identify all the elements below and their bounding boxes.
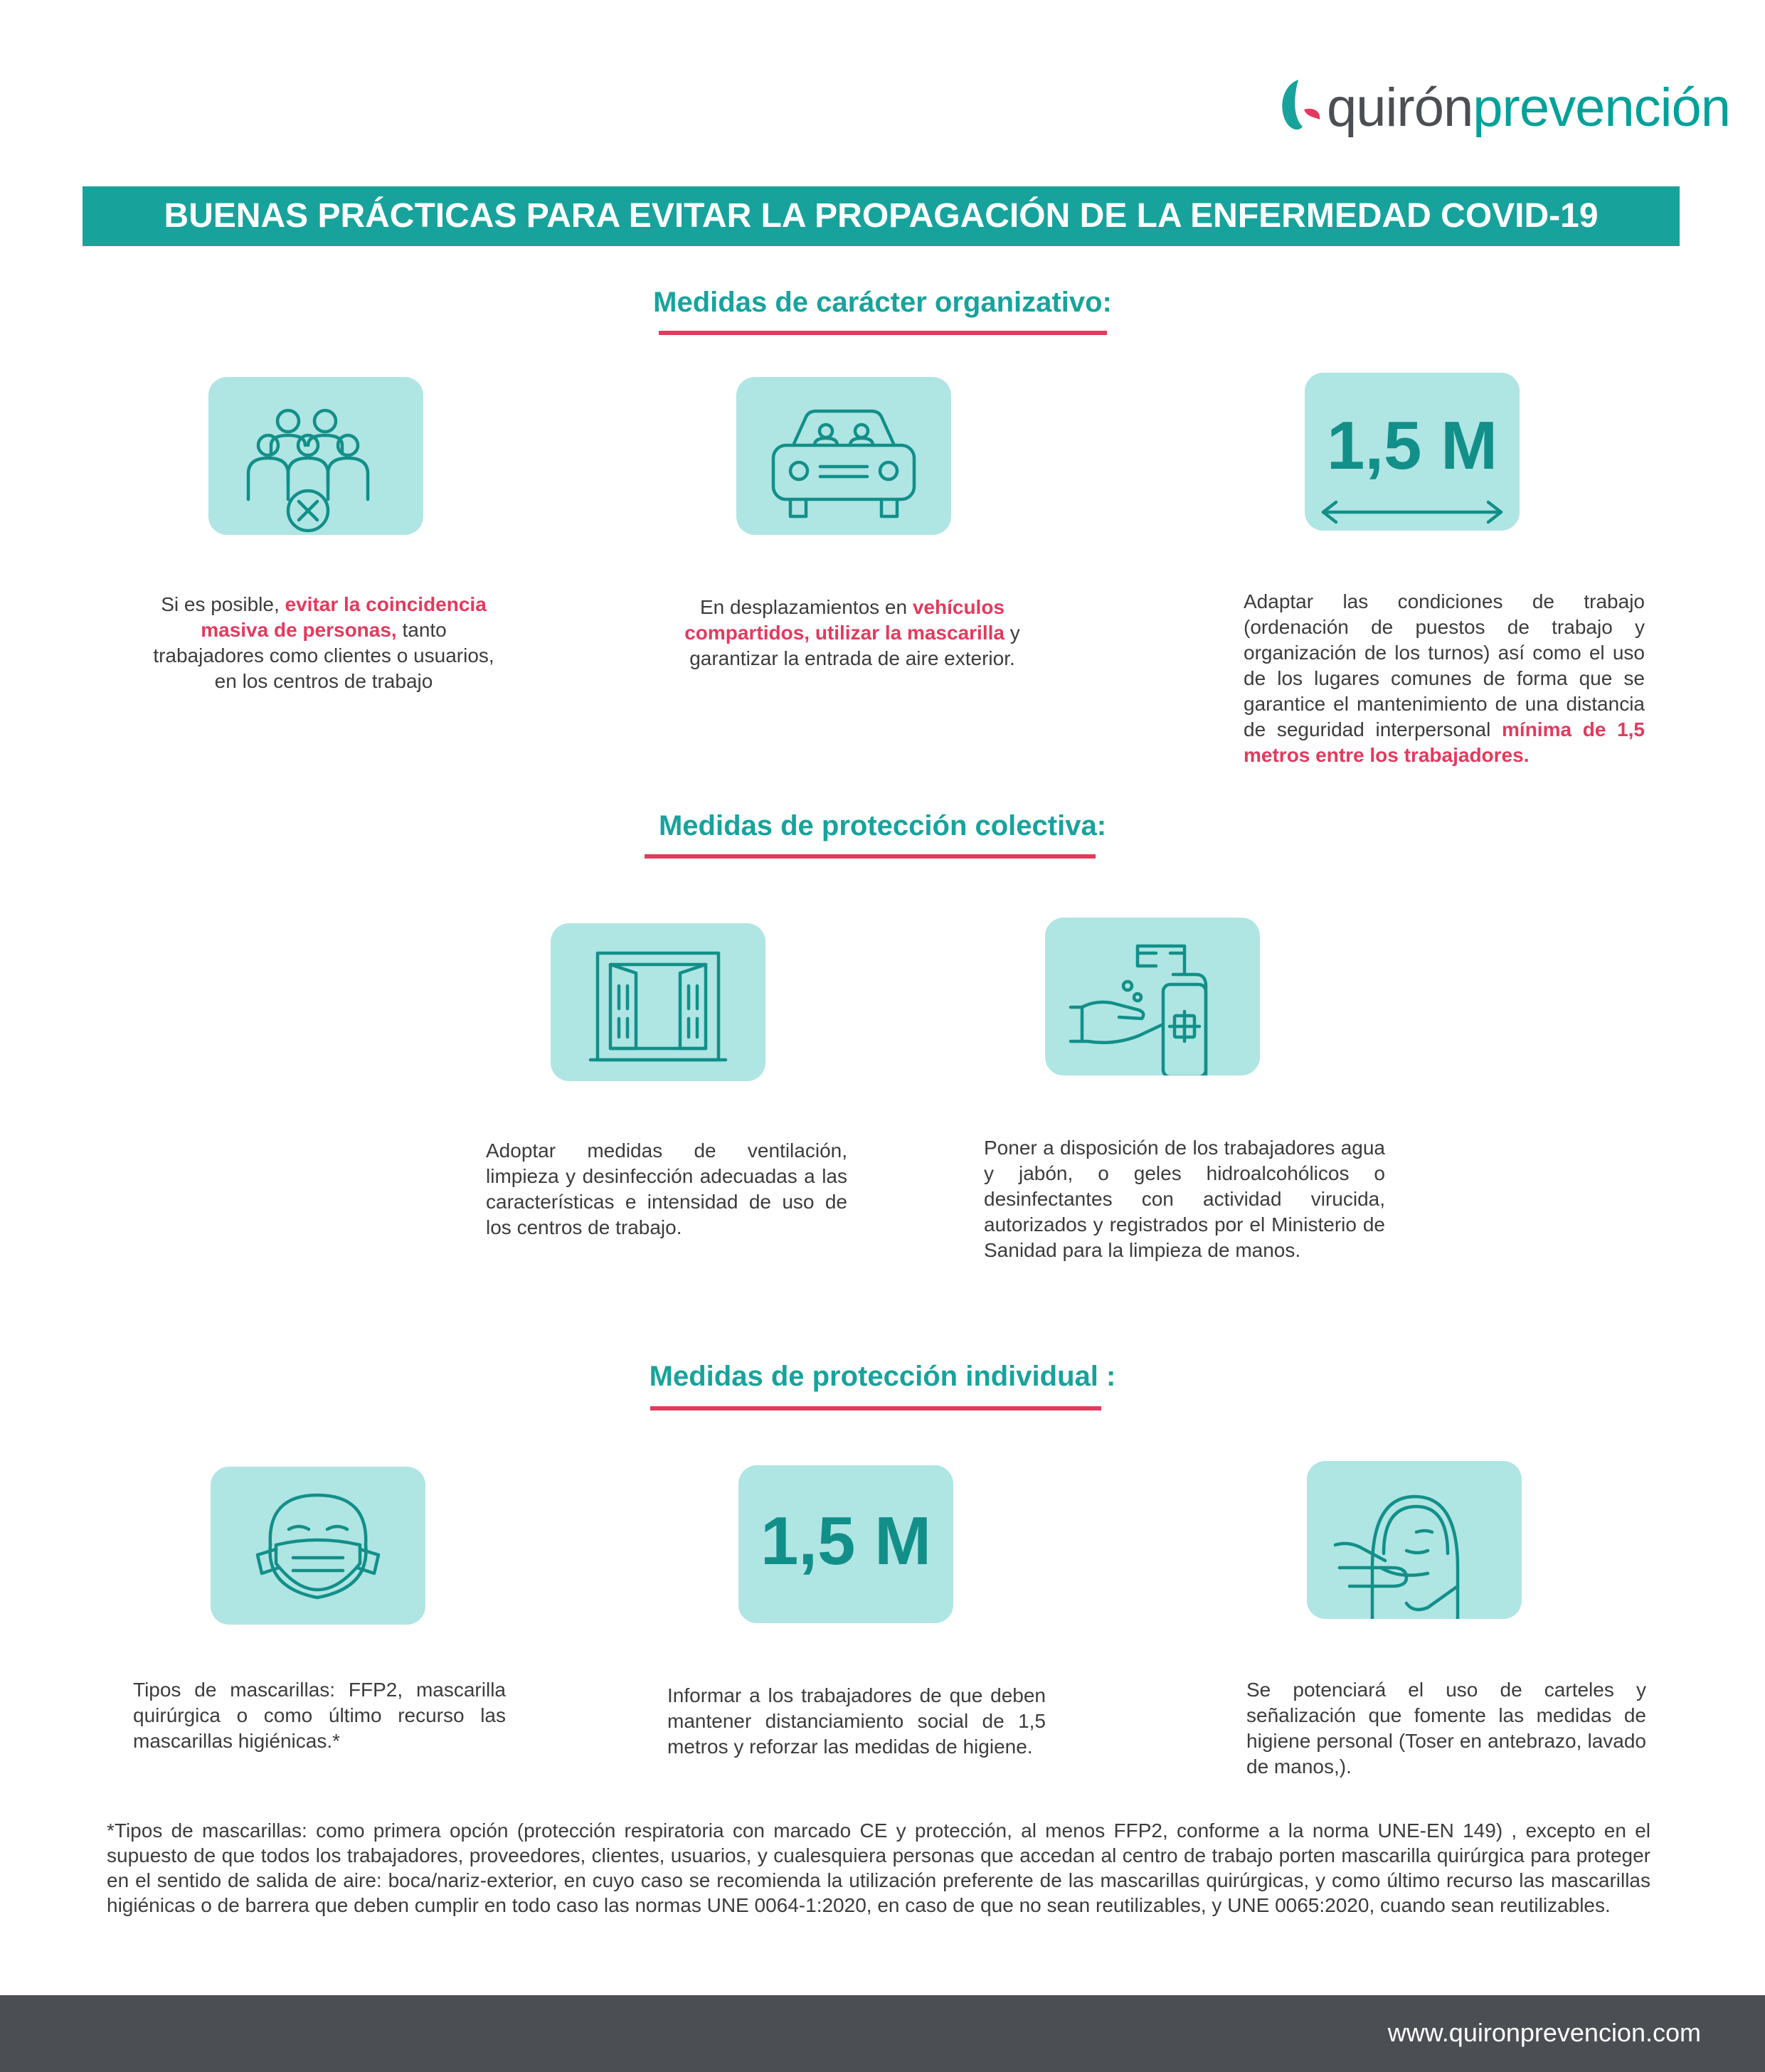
ind-text-1: Tipos de mascarillas: FFP2, mascarilla q…	[133, 1679, 506, 1752]
tile-distance-2: 1,5 M	[738, 1465, 953, 1623]
tile-mask	[211, 1467, 425, 1625]
tile-window	[551, 923, 765, 1081]
tile-cough	[1307, 1461, 1522, 1619]
ind-text-2: Informar a los trabajadores de que deben…	[667, 1684, 1046, 1758]
tile-crowd	[208, 377, 423, 535]
tile-distance-label: 1,5 M	[1326, 408, 1498, 484]
cough-elbow-icon	[1333, 1494, 1460, 1619]
footer-bar: www.quironprevencion.com	[0, 1995, 1765, 2072]
section-underline	[650, 1406, 1101, 1410]
section-underline	[645, 854, 1096, 859]
page-title: BUENAS PRÁCTICAS PARA EVITAR LA PROPAGAC…	[164, 197, 1599, 235]
footnote: *Tipos de mascarillas: como primera opci…	[107, 1819, 1650, 1916]
col-text-2: Poner a disposición de los trabajadores …	[984, 1137, 1385, 1261]
org-text-1: Si es posible, evitar la coincidencia ma…	[153, 593, 494, 692]
face-mask-icon	[255, 1493, 381, 1600]
logo-part-1: quirón	[1327, 78, 1473, 138]
logo-part-2: prevención	[1473, 78, 1731, 138]
distance-arrow-icon	[1321, 500, 1503, 524]
tile-sanitizer	[1045, 918, 1260, 1075]
ind-text-3: Se potenciará el uso de carteles y señal…	[1246, 1679, 1646, 1778]
open-window-icon	[588, 951, 728, 1062]
highlight: vehículos compartidos, utilizar la masca…	[684, 596, 1005, 644]
org-text-3: Adaptar las condiciones de trabajo (orde…	[1244, 590, 1645, 766]
tile-distance: 1,5 M	[1305, 373, 1520, 531]
section-title-individual: Medidas de protección individual :	[649, 1361, 1116, 1392]
logo-wordmark: quirónprevención	[1327, 77, 1731, 139]
section-title-colectiva: Medidas de protección colectiva:	[658, 810, 1107, 841]
tile-car	[736, 377, 951, 535]
crowd-blocked-icon	[246, 408, 370, 533]
website-link[interactable]: www.quironprevencion.com	[1387, 2018, 1701, 2047]
car-passengers-icon	[771, 409, 916, 519]
logo-mark-icon	[1282, 80, 1320, 130]
page-title-banner: BUENAS PRÁCTICAS PARA EVITAR LA PROPAGAC…	[83, 186, 1680, 246]
hand-sanitizer-icon	[1069, 944, 1208, 1075]
highlight: mínima de 1,5 metros entre los trabajado…	[1244, 718, 1645, 766]
highlight: evitar la coincidencia masiva de persona…	[201, 593, 487, 641]
brand-logo: quirónprevención	[1277, 71, 1731, 149]
distance-text-icon: 1,5 M	[760, 1503, 932, 1579]
section-title-organizativo: Medidas de carácter organizativo:	[653, 287, 1112, 318]
section-underline	[659, 331, 1107, 335]
org-text-2: En desplazamientos en vehículos comparti…	[684, 596, 1020, 669]
col-text-1: Adoptar medidas de ventilación, limpieza…	[486, 1139, 847, 1238]
